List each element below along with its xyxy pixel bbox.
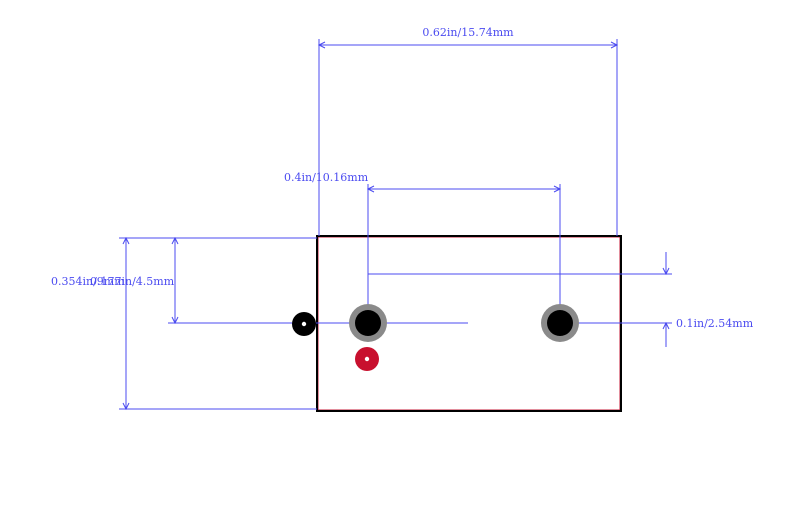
pad-1-hole bbox=[355, 310, 381, 336]
markers bbox=[292, 312, 379, 371]
pad-2 bbox=[541, 304, 579, 342]
pin-spacing-label: 0.1in/2.54mm bbox=[676, 317, 754, 330]
pad-2-hole bbox=[547, 310, 573, 336]
pin-pitch-label: 0.4in/10.16mm bbox=[284, 171, 369, 184]
pin-offset-label: 0.177in/4.5mm bbox=[90, 275, 175, 288]
pin1-marker-red bbox=[355, 347, 379, 371]
dimension-lines bbox=[119, 39, 672, 411]
dimension-labels: 0.62in/15.74mm 0.4in/10.16mm 0.354in/9mm… bbox=[51, 26, 754, 330]
pads bbox=[349, 304, 579, 342]
overall-width-label: 0.62in/15.74mm bbox=[422, 26, 514, 39]
overall-height-label: 0.354in/9mm bbox=[51, 275, 125, 288]
pin1-marker-black bbox=[292, 312, 316, 336]
pad-1 bbox=[349, 304, 387, 342]
